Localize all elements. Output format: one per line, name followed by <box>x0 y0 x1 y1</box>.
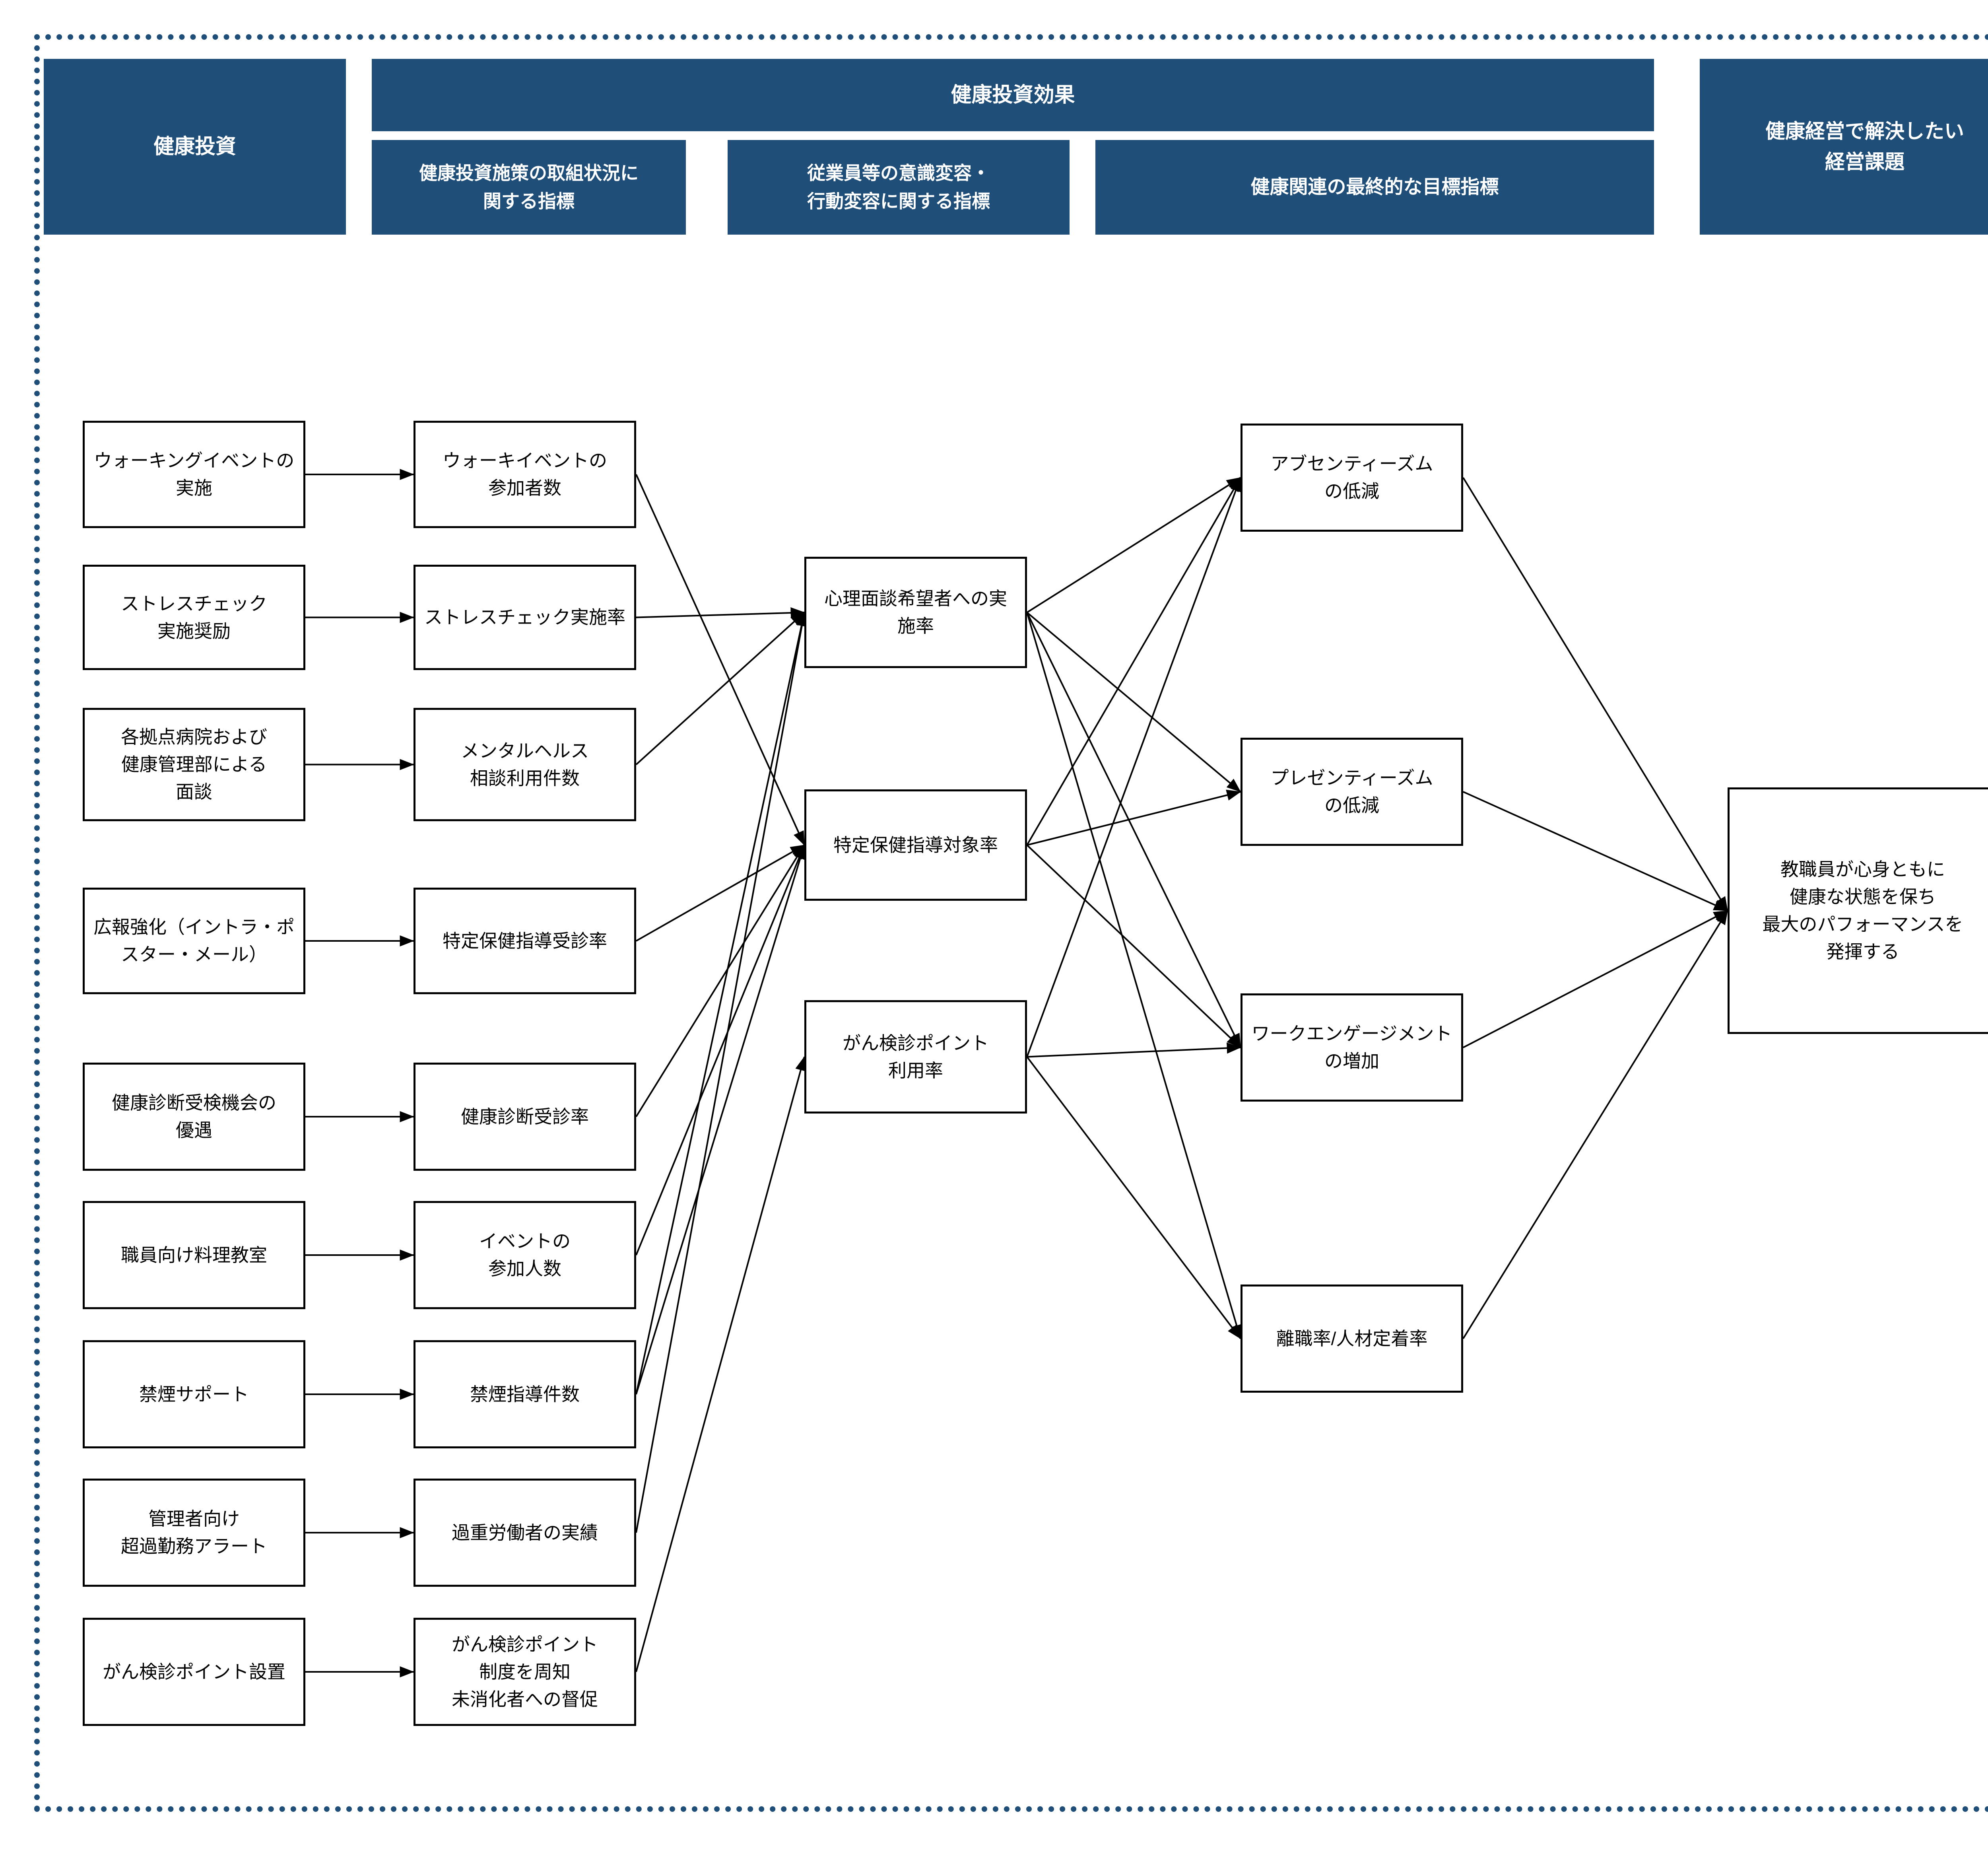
node-activity-mental-health-consult[interactable]: メンタルヘルス 相談利用件数 <box>414 708 636 821</box>
node-investment-cooking-class[interactable]: 職員向け料理教室 <box>83 1201 305 1309</box>
edge-act6-to-beh2 <box>635 844 805 1255</box>
edge-goal2-to-issue <box>1463 791 1728 911</box>
edge-act4-to-beh2 <box>636 844 805 942</box>
edge-act1-to-beh2 <box>635 474 805 846</box>
node-activity-overwork-record[interactable]: 過重労働者の実績 <box>414 1479 636 1587</box>
header-behavior-indicators-line2: 行動変容に関する指標 <box>807 191 990 212</box>
node-label: ストレスチェック実施率 <box>424 607 625 628</box>
node-label: 特定保健指導対象率 <box>833 834 998 855</box>
node-activity-checkup-rate[interactable]: 健康診断受診率 <box>414 1063 636 1171</box>
dotted-outer-frame <box>34 34 1988 1812</box>
node-label: 禁煙サポート <box>139 1384 249 1405</box>
edge-beh1-to-goal1 <box>1026 477 1241 613</box>
node-goal-absenteeism-reduction[interactable]: アブセンティーズム の低減 <box>1241 424 1463 532</box>
node-behavior-specific-guidance-target[interactable]: 特定保健指導対象率 <box>804 789 1027 901</box>
header-health-investment-effect-group: 健康投資効果 <box>372 59 1654 131</box>
node-label: 心理面談希望者への実 施率 <box>824 588 1007 636</box>
edge-beh2-to-goal3 <box>1026 844 1241 1048</box>
header-management-issue-line2: 経営課題 <box>1825 151 1905 173</box>
header-management-issue: 健康経営で解決したい 経営課題 <box>1700 59 1988 235</box>
node-investment-stress-check[interactable]: ストレスチェック 実施奨励 <box>83 565 305 670</box>
header-management-issue-line1: 健康経営で解決したい <box>1765 120 1964 142</box>
node-activity-walking-participants[interactable]: ウォーキイベントの 参加者数 <box>414 421 636 528</box>
edge-beh3-to-goal3 <box>1027 1042 1241 1058</box>
header-health-goal-indicators: 健康関連の最終的な目標指標 <box>1095 140 1654 235</box>
edge-beh3-to-goal4 <box>1026 1056 1241 1339</box>
node-label: がん検診ポイント設置 <box>103 1661 285 1682</box>
edge-beh2-to-goal2 <box>1027 789 1241 846</box>
node-activity-smoking-guidance-count[interactable]: 禁煙指導件数 <box>414 1340 636 1448</box>
header-health-goal-indicators-label: 健康関連の最終的な目標指標 <box>1250 176 1499 198</box>
node-activity-event-participants[interactable]: イベントの 参加人数 <box>414 1201 636 1309</box>
node-label: メンタルヘルス 相談利用件数 <box>461 740 589 789</box>
edge-goal4-to-issue <box>1462 910 1728 1339</box>
node-label: 健康診断受検機会の 優遇 <box>112 1092 276 1141</box>
node-label: 管理者向け 超過勤務アラート <box>121 1508 267 1557</box>
node-label: 職員向け料理教室 <box>121 1244 267 1265</box>
node-activity-cancer-point-awareness[interactable]: がん検診ポイント 制度を周知 未消化者への督促 <box>414 1618 636 1726</box>
node-investment-overtime-alert[interactable]: 管理者向け 超過勤務アラート <box>83 1479 305 1587</box>
edge-act8-to-beh1 <box>635 612 808 1533</box>
node-label: ワークエンゲージメント の増加 <box>1251 1023 1452 1071</box>
header-activity-indicators-line1: 健康投資施策の取組状況に <box>419 162 639 183</box>
node-investment-walking-event[interactable]: ウォーキングイベントの 実施 <box>83 421 305 528</box>
node-management-issue-statement[interactable]: 教職員が心身ともに 健康な状態を保ち 最大のパフォーマンスを 発揮する <box>1728 787 1988 1034</box>
node-label: 禁煙指導件数 <box>470 1384 580 1405</box>
node-behavior-psych-interview-rate[interactable]: 心理面談希望者への実 施率 <box>804 557 1027 668</box>
node-activity-specific-guidance-rate[interactable]: 特定保健指導受診率 <box>414 888 636 994</box>
edge-goal1-to-issue <box>1462 477 1728 911</box>
node-investment-smoking-cessation[interactable]: 禁煙サポート <box>83 1340 305 1448</box>
node-investment-cancer-screening-point[interactable]: がん検診ポイント設置 <box>83 1618 305 1726</box>
node-label: 教職員が心身ともに 健康な状態を保ち 最大のパフォーマンスを 発揮する <box>1762 859 1963 962</box>
node-behavior-cancer-point-usage[interactable]: がん検診ポイント 利用率 <box>804 1000 1027 1114</box>
edge-act7-to-beh1 <box>635 612 807 1395</box>
edge-act3-to-beh1 <box>635 612 805 765</box>
node-investment-checkup-preferential[interactable]: 健康診断受検機会の 優遇 <box>83 1063 305 1171</box>
header-behavior-indicators: 従業員等の意識変容・ 行動変容に関する指標 <box>728 140 1070 235</box>
edge-act5-to-beh2 <box>635 844 805 1117</box>
edge-beh2-to-goal1 <box>1026 477 1241 846</box>
node-label: 健康診断受診率 <box>461 1106 589 1127</box>
edge-act9-to-beh3 <box>635 1056 806 1672</box>
header-behavior-indicators-line1: 従業員等の意識変容・ <box>807 162 990 183</box>
edge-beh1-to-goal4 <box>1026 612 1242 1339</box>
node-activity-stress-check-rate[interactable]: ストレスチェック実施率 <box>414 565 636 670</box>
edge-beh1-to-goal3 <box>1026 612 1241 1048</box>
node-label: イベントの 参加人数 <box>479 1231 571 1279</box>
node-label: 離職率/人材定着率 <box>1276 1328 1428 1349</box>
node-goal-work-engagement-increase[interactable]: ワークエンゲージメント の増加 <box>1241 993 1463 1102</box>
node-label: がん検診ポイント 利用率 <box>843 1032 989 1081</box>
node-goal-presenteeism-reduction[interactable]: プレゼンティーズム の低減 <box>1241 738 1463 846</box>
node-label: ウォーキングイベントの 実施 <box>93 450 295 498</box>
node-label: 広報強化（イントラ・ポ スター・メール） <box>93 917 295 965</box>
edge-act2-to-beh1 <box>636 607 805 619</box>
header-activity-indicators-line2: 関する指標 <box>483 191 575 212</box>
edge-act7-to-beh2 <box>635 844 806 1395</box>
node-investment-hospital-interview[interactable]: 各拠点病院および 健康管理部による 面談 <box>83 708 305 821</box>
node-label: 特定保健指導受診率 <box>443 930 607 951</box>
node-label: ストレスチェック 実施奨励 <box>121 593 267 641</box>
node-label: がん検診ポイント 制度を周知 未消化者への督促 <box>452 1634 598 1710</box>
node-label: プレゼンティーズム の低減 <box>1270 768 1433 816</box>
header-activity-indicators: 健康投資施策の取組状況に 関する指標 <box>372 140 686 235</box>
node-label: ウォーキイベントの 参加者数 <box>443 450 607 498</box>
node-goal-turnover-retention-rate[interactable]: 離職率/人材定着率 <box>1241 1285 1463 1393</box>
header-health-investment: 健康投資 <box>44 59 346 235</box>
header-health-investment-label: 健康投資 <box>153 135 236 158</box>
edge-goal3-to-issue <box>1463 910 1728 1048</box>
edge-beh3-to-goal1 <box>1026 477 1241 1057</box>
node-investment-pr-enhancement[interactable]: 広報強化（イントラ・ポ スター・メール） <box>83 888 305 994</box>
header-effect-group-label: 健康投資効果 <box>951 83 1075 107</box>
node-label: アブセンティーズム の低減 <box>1270 453 1433 501</box>
node-label: 各拠点病院および 健康管理部による 面談 <box>121 727 267 802</box>
edge-beh1-to-goal2 <box>1026 612 1241 793</box>
node-label: 過重労働者の実績 <box>452 1522 598 1543</box>
